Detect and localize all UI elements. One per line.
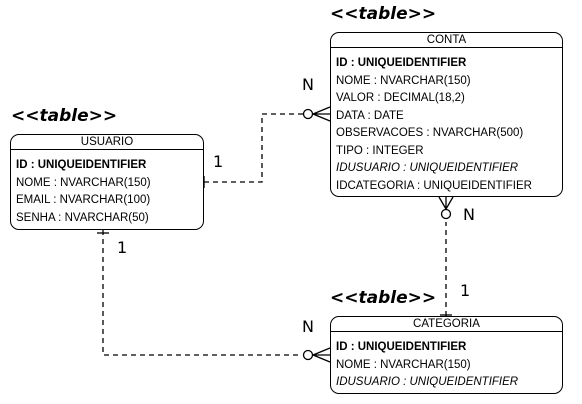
conta-attr-nome: NOME : NVARCHAR(150)	[336, 74, 471, 87]
conta-attr-idcategoria: IDCATEGORIA : UNIQUEIDENTIFIER	[336, 179, 532, 192]
zero-circle-usuario-categoria	[302, 349, 314, 361]
conta-attr-data: DATA : DATE	[336, 109, 404, 122]
table-usuario[interactable]: USUARIO ID : UNIQUEIDENTIFIER NOME : NVA…	[10, 134, 204, 230]
card-usuario-categoria-n: N	[302, 317, 314, 336]
connector-usuario-conta	[204, 113, 318, 183]
card-conta-categoria-n: N	[463, 205, 475, 224]
crows-foot-usuario-categoria	[312, 347, 331, 363]
usuario-stereotype: <<table>>	[11, 106, 118, 126]
conta-attr-id: ID : UNIQUEIDENTIFIER	[336, 57, 467, 69]
table-conta[interactable]: CONTA ID : UNIQUEIDENTIFIER NOME : NVARC…	[330, 32, 563, 197]
usuario-attributes: ID : UNIQUEIDENTIFIER NOME : NVARCHAR(15…	[11, 150, 203, 227]
conta-table-title: CONTA	[331, 33, 562, 48]
usuario-attr-email: EMAIL : NVARCHAR(100)	[16, 194, 151, 206]
card-usuario-conta-1: 1	[213, 152, 224, 171]
card-conta-categoria-1: 1	[460, 281, 471, 300]
conta-attr-observacoes: OBSERVACOES : NVARCHAR(500)	[336, 127, 524, 139]
card-usuario-categoria-1: 1	[117, 238, 128, 257]
connector-usuario-categoria	[102, 230, 300, 356]
card-usuario-conta-n: N	[302, 75, 314, 94]
conta-stereotype: <<table>>	[330, 4, 437, 24]
conta-attr-tipo: TIPO : INTEGER	[336, 144, 424, 157]
zero-circle-conta-categoria	[440, 208, 452, 220]
crows-foot-usuario-conta	[312, 106, 331, 122]
table-categoria[interactable]: CATEGORIA ID : UNIQUEIDENTIFIER NOME : N…	[330, 316, 563, 394]
categoria-attr-nome: NOME : NVARCHAR(150)	[336, 358, 471, 371]
conta-attributes: ID : UNIQUEIDENTIFIER NOME : NVARCHAR(15…	[331, 48, 562, 195]
categoria-stereotype: <<table>>	[330, 288, 437, 308]
usuario-attr-senha: SENHA : NVARCHAR(50)	[16, 211, 149, 224]
categoria-table-title: CATEGORIA	[331, 317, 562, 332]
categoria-attr-idusuario: IDUSUARIO : UNIQUEIDENTIFIER	[336, 376, 519, 388]
usuario-table-title: USUARIO	[11, 135, 203, 150]
categoria-attr-id: ID : UNIQUEIDENTIFIER	[336, 341, 467, 353]
conta-attr-valor: VALOR : DECIMAL(18,2)	[336, 92, 465, 104]
categoria-attributes: ID : UNIQUEIDENTIFIER NOME : NVARCHAR(15…	[331, 332, 562, 392]
zero-circle-usuario-conta	[302, 108, 314, 120]
usuario-attr-id: ID : UNIQUEIDENTIFIER	[16, 159, 147, 171]
usuario-attr-nome: NOME : NVARCHAR(150)	[16, 176, 151, 189]
conta-attr-idusuario: IDUSUARIO : UNIQUEIDENTIFIER	[336, 162, 519, 174]
crows-foot-conta-categoria	[438, 196, 454, 210]
